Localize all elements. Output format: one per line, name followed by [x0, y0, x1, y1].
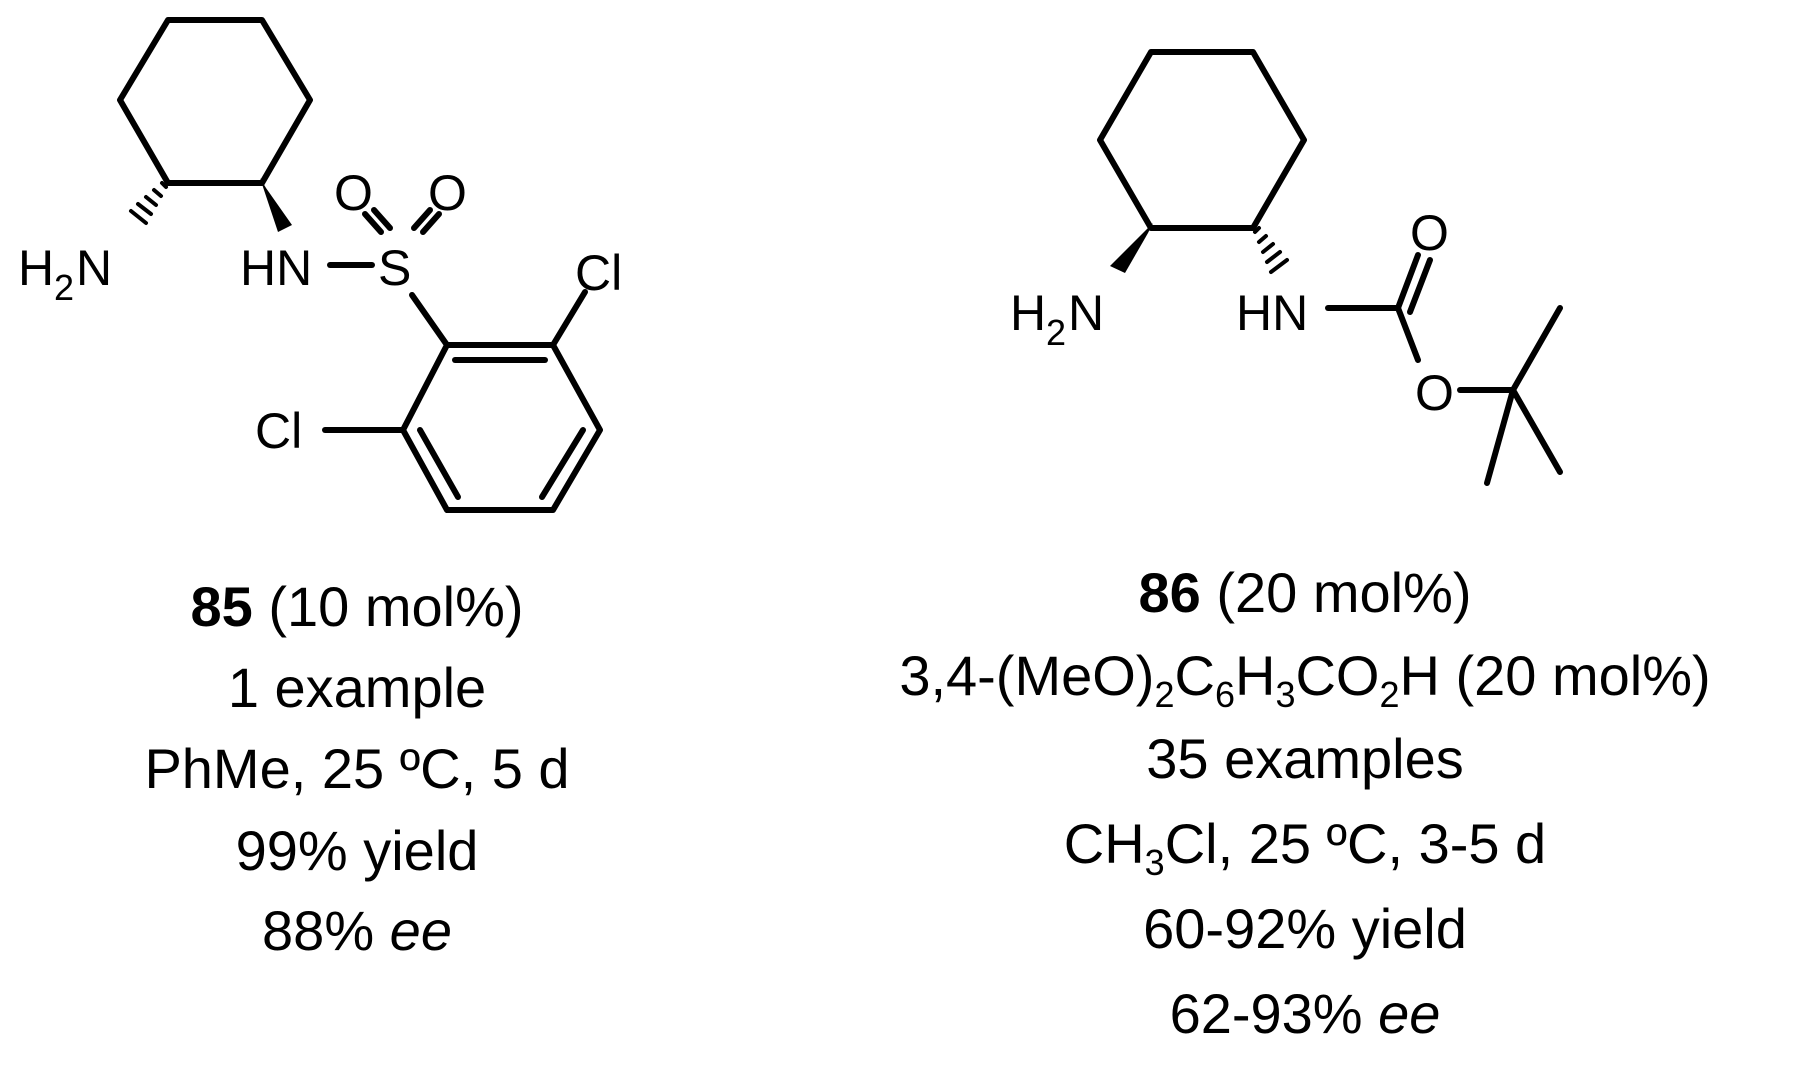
conditions-part: Cl, 25 ºC, 3-5 d [1165, 812, 1547, 875]
hashed-wedge-bond [129, 181, 168, 225]
atom-o1-85: O [334, 165, 373, 221]
acid-part: H (20 mol%) [1400, 644, 1711, 707]
caption-85-line1: 85 (10 mol%) [190, 575, 523, 638]
atom-nh-85: HN [240, 240, 312, 296]
atom-h-86: H [1010, 285, 1046, 341]
caption-86-examples: 35 examples [1146, 727, 1464, 790]
acid-subscript: 2 [1379, 674, 1399, 715]
acid-part: 3,4-(MeO) [899, 644, 1154, 707]
ee-unit-85: ee [390, 899, 452, 962]
catalyst-loading-86: (20 mol%) [1201, 561, 1472, 624]
atom-o-carbonyl-86: O [1410, 205, 1449, 261]
ee-unit-86: ee [1378, 982, 1440, 1045]
solid-wedge-bond [260, 178, 292, 232]
c-o-double-1 [1395, 252, 1421, 311]
acid-part: CO [1295, 644, 1379, 707]
compound-number-86: 86 [1138, 561, 1200, 624]
structure-86 [1097, 49, 1563, 486]
atom-s-85: S [378, 240, 411, 296]
benzene-double-3 [417, 427, 461, 500]
acid-subscript: 6 [1215, 674, 1235, 715]
caption-86-yield: 60-92% yield [1143, 897, 1467, 960]
caption-85-conditions: PhMe, 25 ºC, 5 d [144, 737, 569, 800]
c-cl-bond-top [550, 289, 588, 348]
benzene-ring [400, 342, 603, 513]
solid-wedge-bond [1110, 223, 1153, 273]
atom-subscript-85: 2 [54, 267, 74, 308]
catalyst-loading-85: (10 mol%) [253, 575, 524, 638]
conditions-subscript: 3 [1145, 842, 1165, 883]
acid-subscript: 3 [1275, 674, 1295, 715]
caption-86: 86 (20 mol%) 3,4-(MeO)2C6H3CO2H (20 mol%… [899, 561, 1710, 1045]
caption-85-yield: 99% yield [236, 819, 479, 882]
tbutyl-arm-2 [1510, 387, 1563, 475]
conditions-part: CH [1064, 812, 1145, 875]
tbutyl-arm-1 [1510, 305, 1563, 393]
atom-o2-85: O [428, 165, 467, 221]
atom-nh-86: HN [1236, 285, 1308, 341]
caption-85-ee: 88% ee [262, 899, 452, 962]
s-o-bond-2b [420, 211, 442, 235]
acid-part: H [1235, 644, 1275, 707]
tbutyl-arm-3 [1484, 387, 1516, 486]
atom-cl-left-85: Cl [255, 403, 302, 459]
structure-85 [117, 17, 603, 513]
caption-86-ee: 62-93% ee [1170, 982, 1441, 1045]
s-o-bond-2 [411, 207, 433, 231]
atom-o-ester-86: O [1415, 365, 1454, 421]
caption-86-acid: 3,4-(MeO)2C6H3CO2H (20 mol%) [899, 644, 1710, 715]
cyclohexane-ring [117, 17, 313, 186]
compound-number-85: 85 [190, 575, 252, 638]
atom-cl-top-85: Cl [575, 245, 622, 301]
caption-85-examples: 1 example [228, 656, 486, 719]
acid-part: C [1175, 644, 1215, 707]
s-o-bond-1b [371, 207, 393, 231]
hashed-wedge-bond [1253, 226, 1289, 274]
atom-n-86: N [1068, 285, 1104, 341]
c-o-single [1395, 305, 1421, 363]
s-aryl-bond [409, 292, 450, 348]
caption-85: 85 (10 mol%) 1 example PhMe, 25 ºC, 5 d … [144, 575, 569, 962]
ee-value-85: 88% [262, 899, 390, 962]
atom-subscript-86: 2 [1046, 312, 1066, 353]
acid-subscript: 2 [1154, 674, 1174, 715]
atom-h-85: H [18, 240, 54, 296]
benzene-double-2 [539, 427, 586, 500]
caption-86-line1: 86 (20 mol%) [1138, 561, 1471, 624]
c-o-double-2 [1407, 257, 1433, 315]
atom-n-85: N [76, 240, 112, 296]
cyclohexane-ring [1097, 49, 1307, 231]
s-o-bond-1 [362, 211, 384, 235]
ee-value-86: 62-93% [1170, 982, 1379, 1045]
caption-86-conditions: CH3Cl, 25 ºC, 3-5 d [1064, 812, 1546, 883]
